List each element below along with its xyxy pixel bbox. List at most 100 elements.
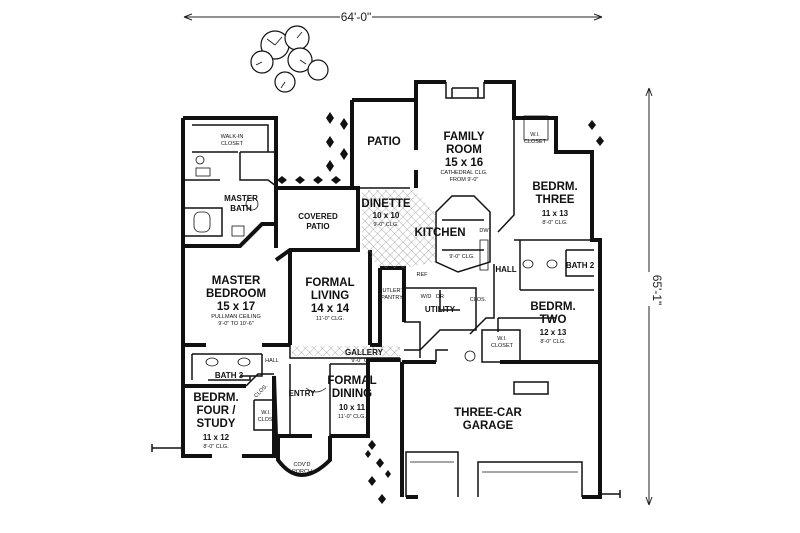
svg-text:BEDRM.: BEDRM.: [532, 181, 577, 193]
svg-text:9'-0" CLG.: 9'-0" CLG.: [351, 358, 377, 364]
svg-text:PATIO: PATIO: [367, 136, 400, 148]
label-dr: DR: [436, 294, 444, 300]
depth-label: 65'-1": [650, 275, 664, 306]
room-hall-left: HALL: [265, 358, 279, 364]
width-label: 64'-0": [341, 10, 372, 24]
room-wi-closet-mid: W.I. CLOSET: [491, 336, 514, 349]
svg-text:TWO: TWO: [540, 314, 567, 326]
room-wi-clos-small: W.I. CLOS.: [258, 410, 275, 423]
svg-text:8'-0" CLG.: 8'-0" CLG.: [203, 444, 229, 450]
svg-text:ENTRY: ENTRY: [289, 389, 316, 398]
svg-text:DR: DR: [436, 294, 444, 300]
svg-text:COV'D: COV'D: [294, 462, 311, 468]
svg-text:LIVING: LIVING: [311, 290, 349, 302]
room-entry: ENTRY: [289, 389, 316, 398]
room-patio: PATIO: [367, 136, 400, 148]
room-bath-3: BATH 3: [215, 371, 244, 380]
tile-floor: [362, 190, 436, 268]
interior-walls: [151, 100, 621, 498]
svg-text:BUTLER'S: BUTLER'S: [379, 288, 406, 294]
svg-text:MASTER: MASTER: [224, 194, 258, 203]
svg-text:10 x 11: 10 x 11: [339, 403, 366, 412]
room-bedroom-four: BEDRM. FOUR / STUDY 11 x 12 8'-0" CLG.: [193, 392, 238, 450]
svg-text:DINETTE: DINETTE: [361, 198, 411, 210]
svg-text:FORMAL: FORMAL: [305, 277, 354, 289]
svg-text:11'-0" CLG.: 11'-0" CLG.: [338, 414, 366, 420]
svg-text:PULLMAN CEILING: PULLMAN CEILING: [211, 314, 261, 320]
svg-text:CLOSET: CLOSET: [524, 139, 547, 145]
label-wd: W/D: [421, 294, 432, 300]
svg-text:14 x 14: 14 x 14: [311, 303, 350, 315]
svg-text:PORCH: PORCH: [292, 469, 312, 475]
svg-text:MASTER: MASTER: [212, 275, 261, 287]
svg-text:FROM 9'-0": FROM 9'-0": [450, 177, 479, 183]
svg-text:9'-0" CLG.: 9'-0" CLG.: [449, 254, 475, 260]
svg-text:THREE-CAR: THREE-CAR: [454, 407, 522, 419]
room-covered-patio: COVERED PATIO: [298, 212, 338, 231]
svg-text:W.I.: W.I.: [261, 410, 271, 416]
room-clos-utility: CLOS.: [470, 297, 487, 303]
svg-text:BATH 3: BATH 3: [215, 371, 244, 380]
room-walk-in-closet: WALK-IN CLOSET: [221, 134, 244, 147]
svg-text:REF: REF: [417, 272, 429, 278]
svg-text:11'-0" CLG.: 11'-0" CLG.: [316, 316, 344, 322]
room-formal-dining: FORMAL DINING 10 x 11 11'-0" CLG.: [327, 375, 376, 420]
svg-text:PATIO: PATIO: [306, 222, 329, 231]
svg-text:CLOS.: CLOS.: [470, 297, 487, 303]
svg-text:11 x 13: 11 x 13: [542, 209, 569, 218]
room-covd-porch: COV'D PORCH: [292, 462, 312, 475]
room-utility: UTILITY: [425, 305, 456, 314]
room-bath-2: BATH 2: [566, 261, 595, 270]
svg-text:FORMAL: FORMAL: [327, 375, 376, 387]
label-ref: REF: [417, 272, 429, 278]
svg-text:UTILITY: UTILITY: [425, 305, 456, 314]
svg-text:8'-0" CLG.: 8'-0" CLG.: [540, 339, 566, 345]
room-three-car-garage: THREE-CAR GARAGE: [454, 407, 522, 432]
svg-text:9'-0" TO 10'-6": 9'-0" TO 10'-6": [218, 321, 254, 327]
svg-text:12 x 13: 12 x 13: [540, 328, 567, 337]
width-dimension: 64'-0": [183, 10, 603, 24]
svg-text:BATH 2: BATH 2: [566, 261, 595, 270]
svg-text:FOUR /: FOUR /: [197, 405, 237, 417]
room-clos-left: CLOS.: [253, 383, 269, 399]
svg-text:DINING: DINING: [332, 388, 372, 400]
svg-text:15 x 16: 15 x 16: [445, 157, 483, 169]
svg-text:STUDY: STUDY: [197, 418, 236, 430]
svg-text:CLOSET: CLOSET: [491, 343, 514, 349]
room-bedroom-two: BEDRM. TWO 12 x 13 8'-0" CLG.: [530, 301, 575, 345]
svg-text:10 x 10: 10 x 10: [373, 211, 400, 220]
svg-text:8'-0" CLG.: 8'-0" CLG.: [542, 220, 568, 226]
tree-icon: [250, 25, 329, 93]
svg-text:W/D: W/D: [421, 294, 432, 300]
svg-text:CLOS.: CLOS.: [253, 383, 269, 399]
svg-text:BATH: BATH: [230, 204, 252, 213]
svg-text:ROOM: ROOM: [446, 144, 482, 156]
svg-text:GALLERY: GALLERY: [345, 348, 384, 357]
svg-text:W.I.: W.I.: [530, 132, 540, 138]
room-kitchen: KITCHEN 9'-0" CLG.: [414, 227, 475, 260]
shrub-icon: [277, 112, 604, 504]
tile-floor: [292, 346, 400, 356]
room-master-bath: MASTER BATH: [224, 194, 258, 213]
svg-text:BEDROOM: BEDROOM: [206, 288, 266, 300]
room-butlers-pantry: BUTLER'S PANTRY: [379, 288, 406, 301]
svg-text:HALL: HALL: [265, 358, 279, 364]
svg-text:W.I.: W.I.: [497, 336, 507, 342]
room-wi-closet-top: W.I. CLOSET: [524, 132, 547, 145]
svg-text:9'-0" CLG.: 9'-0" CLG.: [373, 222, 399, 228]
svg-text:BEDRM.: BEDRM.: [530, 301, 575, 313]
room-hall-right: HALL: [495, 265, 516, 274]
room-formal-living: FORMAL LIVING 14 x 14 11'-0" CLG.: [305, 277, 354, 322]
svg-text:CATHEDRAL CLG.: CATHEDRAL CLG.: [440, 170, 488, 176]
svg-text:BEDRM.: BEDRM.: [193, 392, 238, 404]
svg-text:KITCHEN: KITCHEN: [414, 227, 465, 239]
room-bedroom-three: BEDRM. THREE 11 x 13 8'-0" CLG.: [532, 181, 577, 226]
svg-text:CLOSET: CLOSET: [221, 141, 244, 147]
svg-text:WALK-IN: WALK-IN: [221, 134, 244, 140]
room-dinette: DINETTE 10 x 10 9'-0" CLG.: [361, 198, 411, 228]
svg-text:PANTRY: PANTRY: [381, 295, 403, 301]
svg-text:FAMILY: FAMILY: [443, 131, 484, 143]
svg-text:15 x 17: 15 x 17: [217, 301, 255, 313]
svg-text:THREE: THREE: [536, 194, 575, 206]
